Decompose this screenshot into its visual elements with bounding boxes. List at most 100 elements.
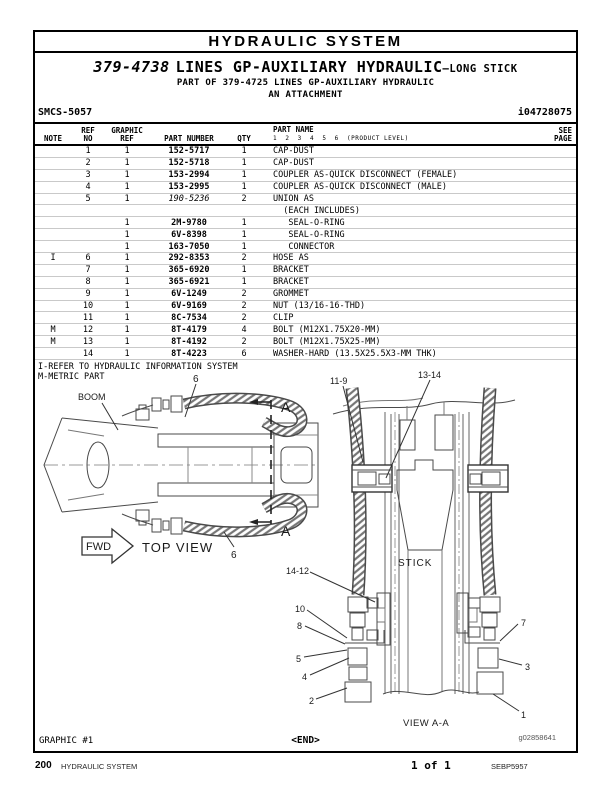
cell-qty: 2 xyxy=(241,289,247,300)
stick-break-line xyxy=(382,689,480,696)
coupler-left xyxy=(344,681,372,703)
assembly-title-suffix: —LONG STICK xyxy=(442,63,518,75)
leader-7 xyxy=(499,623,519,642)
angle-bracket-right xyxy=(464,630,500,644)
leader-8 xyxy=(304,625,346,645)
assembly-title: 379-4738 LINES GP-AUXILIARY HYDRAULIC—LON… xyxy=(35,58,576,76)
footnote-m: M-METRIC PART xyxy=(38,371,105,382)
cell-pn: 2M-9780 xyxy=(171,217,207,228)
table-footnotes: I-REFER TO HYDRAULIC INFORMATION SYSTEM … xyxy=(35,360,576,382)
cell-pn: 8T-4179 xyxy=(171,324,207,335)
assembly-title-text: LINES GP-AUXILIARY HYDRAULIC xyxy=(175,58,443,76)
cell-qty: 2 xyxy=(241,194,247,204)
table-row: (EACH INCLUDES) xyxy=(35,205,576,218)
stick-view-a-a-drawing: 11-9 13-14 14-12 10 8 5 4 2 7 3 1 STICK … xyxy=(283,362,562,734)
cell-graphic: 1 xyxy=(124,265,130,276)
cell-graphic: 1 xyxy=(124,336,130,347)
smcs-row: SMCS-5057 i04728075 xyxy=(35,107,576,118)
callout-7: 7 xyxy=(521,618,526,628)
cell-graphic: 1 xyxy=(124,229,130,240)
cell-qty: 1 xyxy=(241,277,247,288)
part-of-line: PART OF 379-4725 LINES GP-AUXILIARY HYDR… xyxy=(176,78,435,88)
callout-4: 4 xyxy=(302,672,307,682)
cell-ref: 6 xyxy=(85,253,91,264)
boom-pivot xyxy=(86,441,110,489)
smcs-code: SMCS-5057 xyxy=(38,107,93,118)
cell-graphic: 1 xyxy=(124,312,130,323)
callout-10: 10 xyxy=(295,604,305,614)
cell-pn: 6V-1249 xyxy=(171,289,207,300)
footer-page-number: 200 xyxy=(35,760,52,771)
graphic-label: GRAPHIC #1 xyxy=(39,736,94,746)
title-block: 379-4738 LINES GP-AUXILIARY HYDRAULIC—LON… xyxy=(35,58,576,100)
cell-ref: 9 xyxy=(85,289,91,300)
cell-ref: 7 xyxy=(85,265,91,276)
leader-boom xyxy=(101,402,119,431)
doc-id: i04728075 xyxy=(517,107,572,118)
cell-ref: 10 xyxy=(82,301,94,312)
cell-graphic: 1 xyxy=(124,277,130,288)
cell-graphic: 1 xyxy=(124,324,130,335)
callout-13-14: 13-14 xyxy=(418,370,441,380)
leader-10 xyxy=(306,609,348,639)
assembly-part-number: 379-4738 xyxy=(93,58,170,76)
cell-ref: 12 xyxy=(82,324,94,335)
boom-top-view-drawing: FWD TOP VIEW A A 6 6 BOOM xyxy=(38,360,323,588)
cell-name: COUPLER AS-QUICK DISCONNECT (MALE) xyxy=(273,182,447,193)
callout-1: 1 xyxy=(521,710,526,720)
top-view-caption: TOP VIEW xyxy=(142,540,213,555)
cell-pn: 163-7050 xyxy=(168,241,210,252)
cell-graphic: 1 xyxy=(124,217,130,228)
callout-11-9: 11-9 xyxy=(330,376,347,386)
cell-pn: 8T-4223 xyxy=(171,348,207,359)
cell-qty: 2 xyxy=(241,301,247,312)
col-qty: QTY xyxy=(237,134,251,143)
cell-graphic: 1 xyxy=(124,253,130,264)
cell-pn: 8C-7534 xyxy=(171,312,207,323)
cell-pn: 153-2995 xyxy=(168,182,210,193)
cell-qty: 1 xyxy=(241,182,247,193)
cell-qty: 1 xyxy=(241,229,247,240)
cell-qty: 4 xyxy=(241,324,247,335)
callout-3: 3 xyxy=(525,662,530,672)
cell-name: WASHER-HARD (13.5X25.5X3-MM THK) xyxy=(273,348,437,359)
cell-pn: 8T-4192 xyxy=(171,336,207,347)
cell-graphic: 1 xyxy=(124,182,130,193)
cell-ref: 5 xyxy=(85,194,91,204)
cell-qty: 1 xyxy=(241,146,247,157)
coupler-right xyxy=(476,671,504,695)
footnote-i: I-REFER TO HYDRAULIC INFORMATION SYSTEM xyxy=(38,362,238,373)
cell-ref: 1 xyxy=(85,146,91,157)
col-ref-no: REF NO xyxy=(81,126,95,143)
bracket-plate-left xyxy=(376,592,391,646)
cell-pn: 365-6921 xyxy=(168,277,210,288)
leader-11-9 xyxy=(342,385,364,463)
callout-5: 5 xyxy=(296,654,301,664)
stick-rail-bottom xyxy=(157,482,275,497)
cell-pn: 6V-9169 xyxy=(171,301,207,312)
cell-name: (EACH INCLUDES) xyxy=(273,205,360,216)
cell-ref: 14 xyxy=(82,348,94,359)
hose-bottom xyxy=(182,492,308,538)
hose-top xyxy=(182,392,308,438)
cell-note: M xyxy=(50,324,56,335)
cell-ref: 11 xyxy=(82,312,94,323)
fwd-arrow-icon xyxy=(81,527,135,565)
cell-name: SEAL-O-RING xyxy=(273,217,345,228)
cell-graphic: 1 xyxy=(124,158,130,169)
col-part-name: PART NAME 1 2 3 4 5 6 (PRODUCT LEVEL) xyxy=(259,126,526,143)
cell-qty: 1 xyxy=(241,170,247,181)
footer-doc-code: SEBP5957 xyxy=(491,762,528,771)
